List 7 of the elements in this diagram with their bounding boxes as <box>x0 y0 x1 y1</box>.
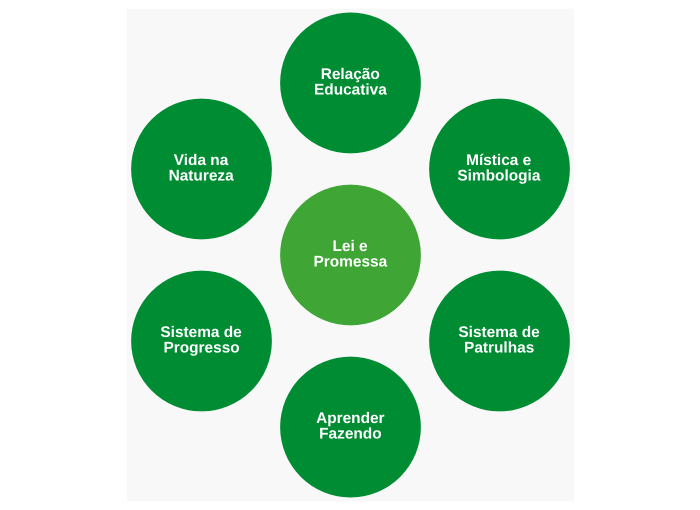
node-circle: Relação Educativa <box>280 12 420 154</box>
node-circle: Sistema de Patrulhas <box>428 270 570 412</box>
node-circle: Sistema de Progresso <box>130 270 272 412</box>
node-circle: Mística e Simbologia <box>428 98 570 240</box>
node-circle: Lei e Promessa <box>280 184 420 326</box>
node-circle: Vida na Natureza <box>130 98 272 240</box>
node-circle: Aprender Fazendo <box>280 356 420 498</box>
